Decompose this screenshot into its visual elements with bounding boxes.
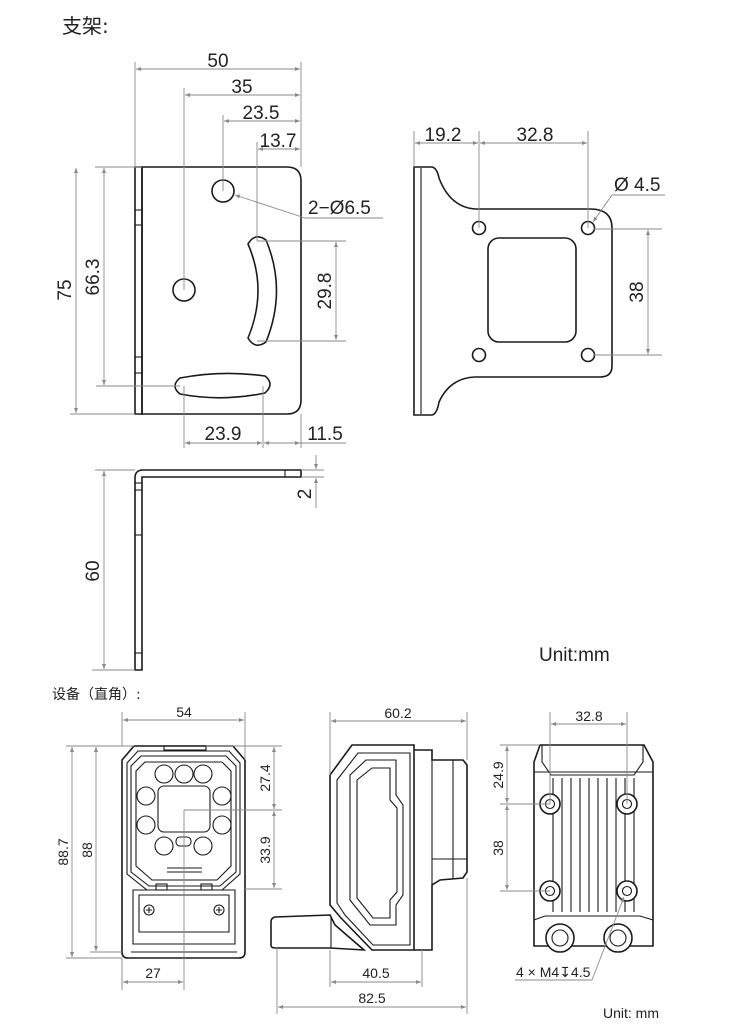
device-side-view: 60.2 40.5 82.5 <box>270 705 468 1014</box>
thread-callout: 4 × M4↧4.5 <box>516 964 591 980</box>
bracket-plate-outline <box>141 166 302 415</box>
dim-device-width: 54 <box>176 704 192 720</box>
led <box>174 764 194 784</box>
side-plate-outline <box>413 166 613 416</box>
bracket-front-view: 50 35 23.5 13.7 2−Ø6.5 75 66.3 29.8 23.9… <box>55 51 383 448</box>
led <box>136 786 156 806</box>
dim-device-height-body: 88 <box>79 842 95 858</box>
led <box>193 764 213 784</box>
arc-slot <box>247 236 278 346</box>
dim-arc-slot-height: 29.8 <box>315 273 336 310</box>
top-tab <box>163 745 207 751</box>
screw-icon <box>213 904 225 916</box>
dim-top-to-hole: 24.9 <box>490 761 506 788</box>
connector <box>270 914 367 951</box>
bracket-side-view: 19.2 32.8 Ø 4.5 38 <box>413 125 665 416</box>
dim-device-height-total: 88.7 <box>55 838 71 865</box>
led <box>136 815 156 835</box>
dim-body-depth: 40.5 <box>362 965 389 981</box>
dim-slot-offset: 23.5 <box>243 103 280 124</box>
dim-height-inner: 66.3 <box>83 259 104 296</box>
led <box>212 786 232 806</box>
dim-center-x: 27 <box>145 965 161 981</box>
dim-width-total: 50 <box>207 51 228 72</box>
dim-top-hole-offset: 13.7 <box>260 131 297 152</box>
indicator <box>175 836 192 847</box>
dim-total-length: 82.5 <box>358 990 385 1006</box>
device-back-outline <box>533 744 654 947</box>
dim-bottom-slot-width: 23.9 <box>205 424 242 445</box>
profile-outline <box>134 469 302 671</box>
hole-callout: 2−Ø6.5 <box>308 198 371 219</box>
dim-hole-center-offset: 35 <box>231 77 252 98</box>
dim-height-total: 75 <box>55 279 76 300</box>
dim-top-to-center: 27.4 <box>257 764 273 791</box>
dim-profile-thickness: 2 <box>295 489 316 500</box>
mount-hole-bl <box>471 347 487 363</box>
dim-profile-height: 60 <box>83 560 104 581</box>
dim-side-hole-spacing-v: 38 <box>627 281 648 302</box>
center-window <box>487 237 577 343</box>
device-front-view: 54 88.7 88 27.4 33.9 27 <box>55 704 282 990</box>
bracket-flange <box>134 166 143 415</box>
device-unit-label: Unit: mm <box>603 1005 659 1021</box>
bracket-section-title: 支架: <box>62 14 109 38</box>
dim-back-hole-spacing-v: 38 <box>490 840 506 856</box>
bottom-slot <box>174 372 271 399</box>
dim-back-hole-spacing-h: 32.8 <box>575 708 602 724</box>
device-front-outline <box>121 745 246 959</box>
device-section-title: 设备（直角）: <box>52 687 141 703</box>
dim-side-hole-spacing-h: 32.8 <box>517 125 554 146</box>
led <box>154 764 174 784</box>
led <box>193 836 213 856</box>
mount-hole-br <box>580 347 596 363</box>
screw-icon <box>143 904 155 916</box>
led <box>154 836 174 856</box>
dim-device-depth: 60.2 <box>384 705 411 721</box>
device-side-outline <box>329 744 415 951</box>
dim-edge-to-hole: 19.2 <box>425 125 462 146</box>
connector-port <box>545 923 575 953</box>
bracket-unit-label: Unit:mm <box>539 645 610 666</box>
mount-boss <box>616 880 638 902</box>
dim-hole-diameter: Ø 4.5 <box>614 175 660 196</box>
device-back-view: 32.8 24.9 38 4 × M4↧4.5 Unit: mm <box>490 708 659 1021</box>
dim-center-to-mid: 33.9 <box>257 836 273 863</box>
dim-bottom-slot-edge: 11.5 <box>307 424 343 445</box>
led <box>212 815 232 835</box>
bracket-profile-view: 60 2 Unit:mm <box>83 455 610 671</box>
